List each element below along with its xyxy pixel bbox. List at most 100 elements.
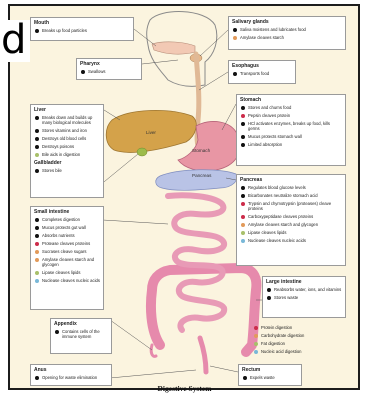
black-key-dot [35,137,39,141]
legend-item: Fat digestion [253,341,343,346]
small-intestine-item: Amylase cleaves starch and glycogen [34,257,100,267]
stomach-item: Mucus protects stomach wall [240,134,342,139]
anus-title: Anus [34,367,108,373]
esophagus-item: Transports food [232,71,292,76]
salivary-glands-box: Salivary glands Saliva moistens and lubr… [228,16,346,50]
appendix-box: Appendix Contains cells of the immune sy… [50,318,112,354]
item-text: Protein digestion [261,325,343,330]
stomach-organ-label: Stomach [192,148,210,153]
gallbladder-shape [137,148,147,156]
pharynx-item: Swallows [80,69,138,74]
item-text: Amylase cleaves starch [240,35,342,40]
liver-item: Destroys poisons [34,144,100,149]
item-text: Completes digestion [42,217,100,222]
item-text: Stores waste [274,295,342,300]
item-text: Lipase cleaves lipids [42,270,100,275]
pancreas-organ-label: Pancreas [192,173,211,178]
item-text: Destroys poisons [42,144,100,149]
orange-key-dot [35,258,39,262]
item-text: Trypsin and chymotrypsin (proteases) cle… [248,201,342,211]
item-text: Sucrases cleave sugars [42,249,100,254]
blue-key-dot [241,239,245,243]
item-text: Contains cells of the immune system [62,329,108,339]
item-text: Pepsin cleaves protein [248,113,342,118]
stomach-item: Pepsin cleaves protein [240,113,342,118]
pancreas-item: Nuclease cleaves nucleic acids [240,238,342,243]
black-key-dot [267,288,271,292]
green-key-dot [35,271,39,275]
item-text: Stores vitamins and iron [42,128,100,133]
item-text: Transports food [240,71,292,76]
item-text: Protease cleaves proteins [42,241,100,246]
rectum-box: Rectum Expels waste [238,364,302,386]
item-text: Expels waste [250,375,298,380]
item-text: Stores bile [42,168,100,173]
stomach-item: HCl activates enzymes, breaks up food, k… [240,121,342,131]
orange-key-dot [35,250,39,254]
item-text: Opening for waste elimination [42,375,108,380]
red-key-dot [241,215,245,219]
black-key-dot [241,106,245,110]
item-text: Swallows [88,69,138,74]
orange-key-dot [254,334,258,338]
legend-item: Nucleic acid digestion [253,349,343,354]
black-key-dot [267,296,271,300]
small-intestine-item: Lipase cleaves lipids [34,270,100,275]
salivary-item: Saliva moistens and lubricates food [232,27,342,32]
black-key-dot [233,72,237,76]
legend-item: Carbohydrate digestion [253,333,343,338]
enzyme-legend: Protein digestion Carbohydrate digestion… [250,322,346,362]
small-intestine-item: Absorbs nutrients [34,233,100,238]
pharynx-box: Pharynx Swallows [76,58,142,80]
small-intestine-item: Completes digestion [34,217,100,222]
appendix-item: Contains cells of the immune system [54,329,108,339]
liver-item: Stores vitamins and iron [34,128,100,133]
item-text: Nucleic acid digestion [261,349,343,354]
salivary-glands-title: Salivary glands [232,19,342,25]
black-key-dot [35,376,39,380]
pancreas-item: Bicarbonates neutralize stomach acid [240,193,342,198]
small-intestine-item: Protease cleaves proteins [34,241,100,246]
black-key-dot [241,122,245,126]
stomach-box: Stomach Stores and churns food Pepsin cl… [236,94,346,166]
stomach-title: Stomach [240,97,342,103]
black-key-dot [241,143,245,147]
item-text: Fat digestion [261,341,343,346]
stomach-item: Stores and churns food [240,105,342,110]
green-key-dot [35,153,39,157]
mouth-item: Breaks up food particles [34,28,130,33]
orange-key-dot [241,223,245,227]
green-key-dot [241,231,245,235]
large-intestine-item: Reabsorbs water, ions, and vitamins [266,287,342,292]
black-key-dot [35,218,39,222]
rectum-item: Expels waste [242,375,298,380]
black-key-dot [35,29,39,33]
anus-item: Opening for waste elimination [34,375,108,380]
salivary-item: Amylase cleaves starch [232,35,342,40]
orange-key-dot [233,36,237,40]
item-text: Breaks up food particles [42,28,130,33]
black-key-dot [35,226,39,230]
item-text: Bile aids in digestion [42,152,100,157]
large-intestine-box: Large intestine Reabsorbs water, ions, a… [262,276,346,318]
diagram-title: Digestive System [0,384,369,393]
black-key-dot [243,376,247,380]
liver-box: Liver Breaks down and builds up many bio… [30,104,104,198]
small-intestine-box: Small intestine Completes digestion Mucu… [30,206,104,310]
anus-box: Anus Opening for waste elimination [30,364,112,386]
legend-item: Protein digestion [253,325,343,330]
item-text: Saliva moistens and lubricates food [240,27,342,32]
item-text: Carbohydrate digestion [261,333,343,338]
pancreas-item: Lipase cleaves lipids [240,230,342,235]
black-key-dot [81,70,85,74]
item-text: HCl activates enzymes, breaks up food, k… [248,121,342,131]
black-key-dot [35,129,39,133]
liver-item: Breaks down and builds up many biologica… [34,115,100,125]
large-intestine-item: Stores waste [266,295,342,300]
liver-item: Bile aids in digestion [34,152,100,157]
small-intestine-item: Nuclease cleaves nucleic acids [34,278,100,283]
item-text: Nuclease cleaves nucleic acids [248,238,342,243]
red-key-dot [35,242,39,246]
black-key-dot [241,135,245,139]
mouth-box: Mouth Breaks up food particles [30,17,134,41]
